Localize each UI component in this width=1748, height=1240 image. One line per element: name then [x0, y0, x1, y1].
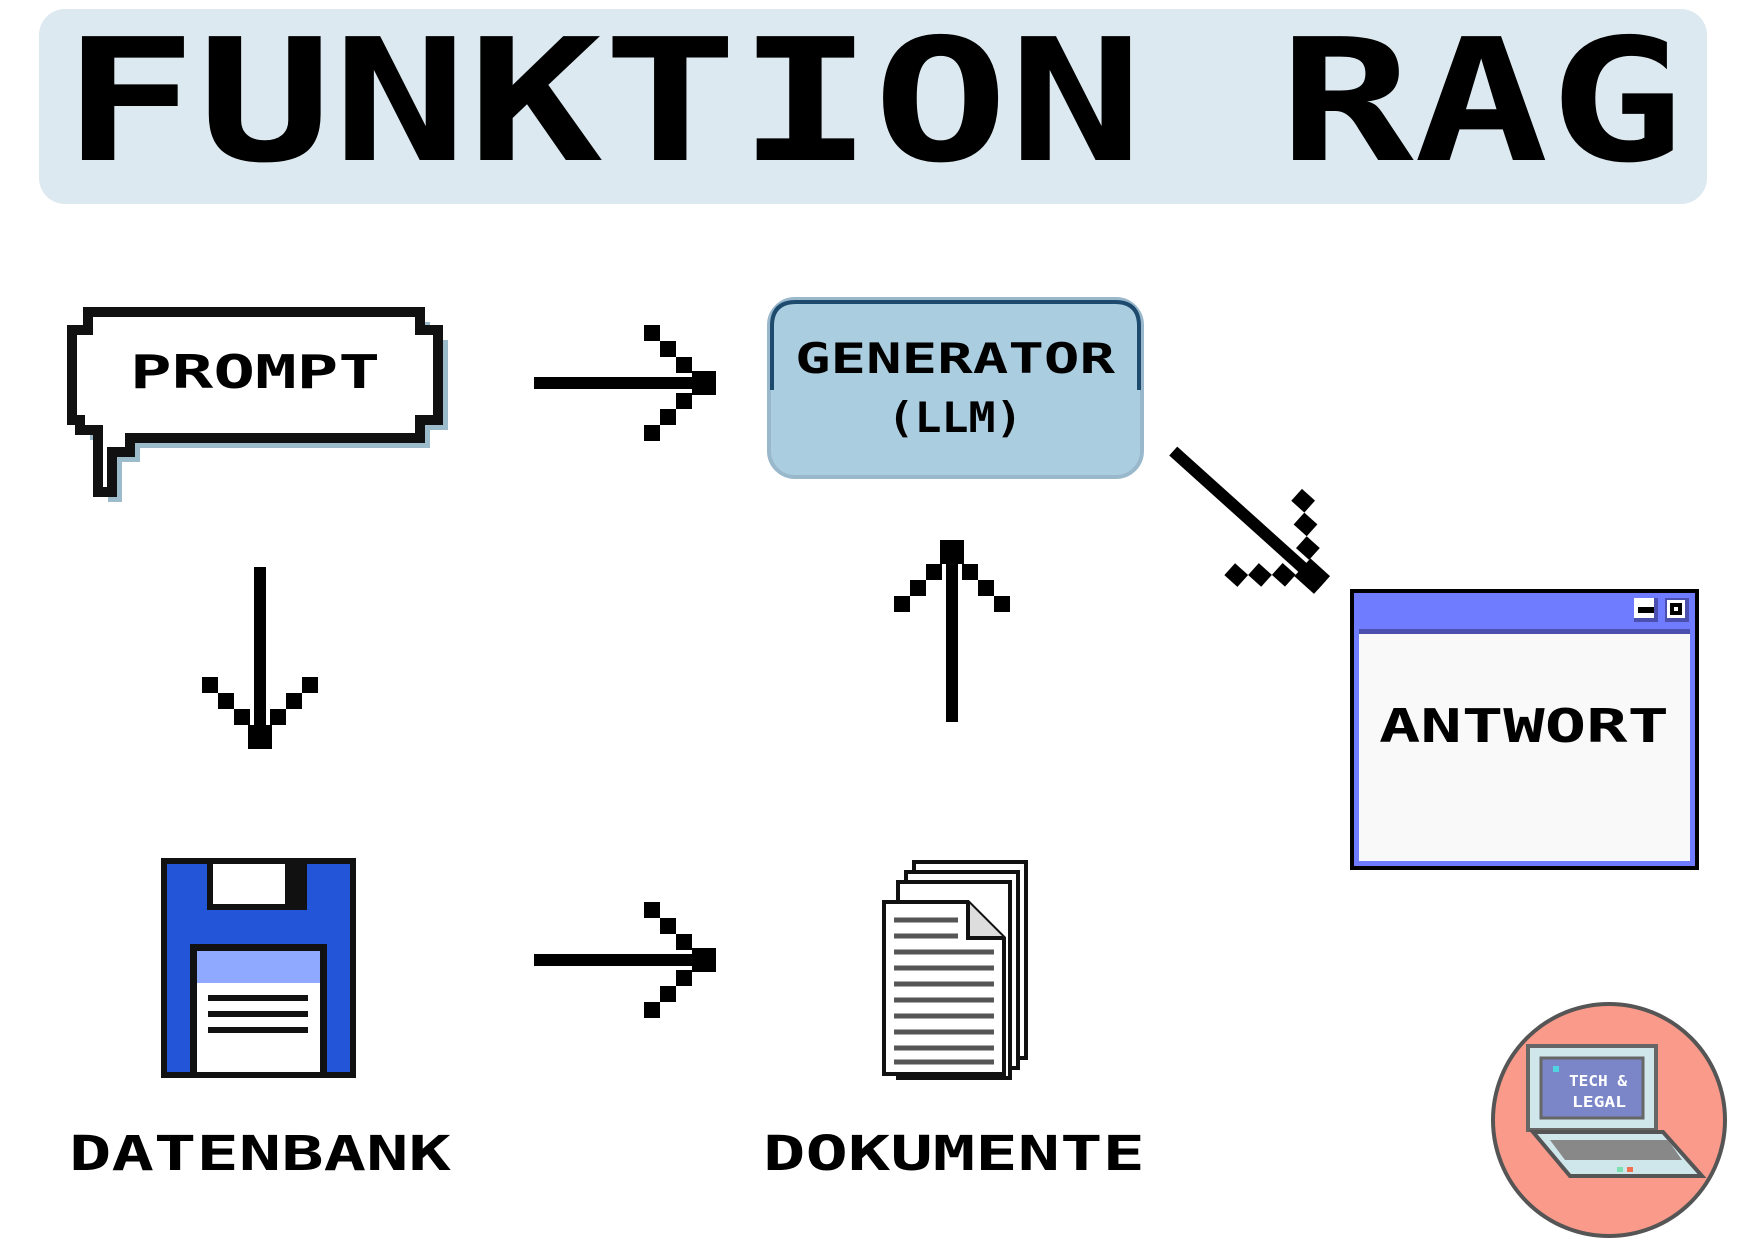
generator-box: GENERATOR (LLM)	[767, 297, 1144, 479]
prompt-label: PROMPT	[130, 345, 380, 399]
documents-label: DOKUMENTE	[763, 1126, 1145, 1182]
tech-legal-logo: TECH & LEGAL	[1491, 1002, 1727, 1238]
title-banner	[39, 9, 1707, 204]
arrow-prompt-to-database	[202, 567, 318, 749]
generator-label: GENERATOR	[795, 334, 1116, 383]
prompt-bubble: PROMPT	[67, 307, 448, 502]
arrow-prompt-to-generator	[534, 325, 716, 441]
arrow-database-to-documents	[534, 902, 716, 1018]
close-icon	[1665, 598, 1689, 622]
database-label: DATENBANK	[69, 1126, 451, 1182]
logo-text-line2: LEGAL	[1572, 1093, 1626, 1111]
arrow-documents-to-generator	[894, 540, 1010, 722]
page-title: FUNKTION RAG	[62, 3, 1684, 201]
floppy-disk-icon	[161, 858, 356, 1078]
answer-window: ANTWORT	[1350, 589, 1699, 870]
generator-sublabel: (LLM)	[888, 393, 1023, 442]
arrow-generator-to-answer	[1134, 407, 1361, 629]
answer-label: ANTWORT	[1379, 699, 1669, 753]
logo-text-line1: TECH &	[1569, 1072, 1628, 1090]
documents-icon	[882, 860, 1028, 1080]
minimize-icon	[1634, 598, 1658, 622]
